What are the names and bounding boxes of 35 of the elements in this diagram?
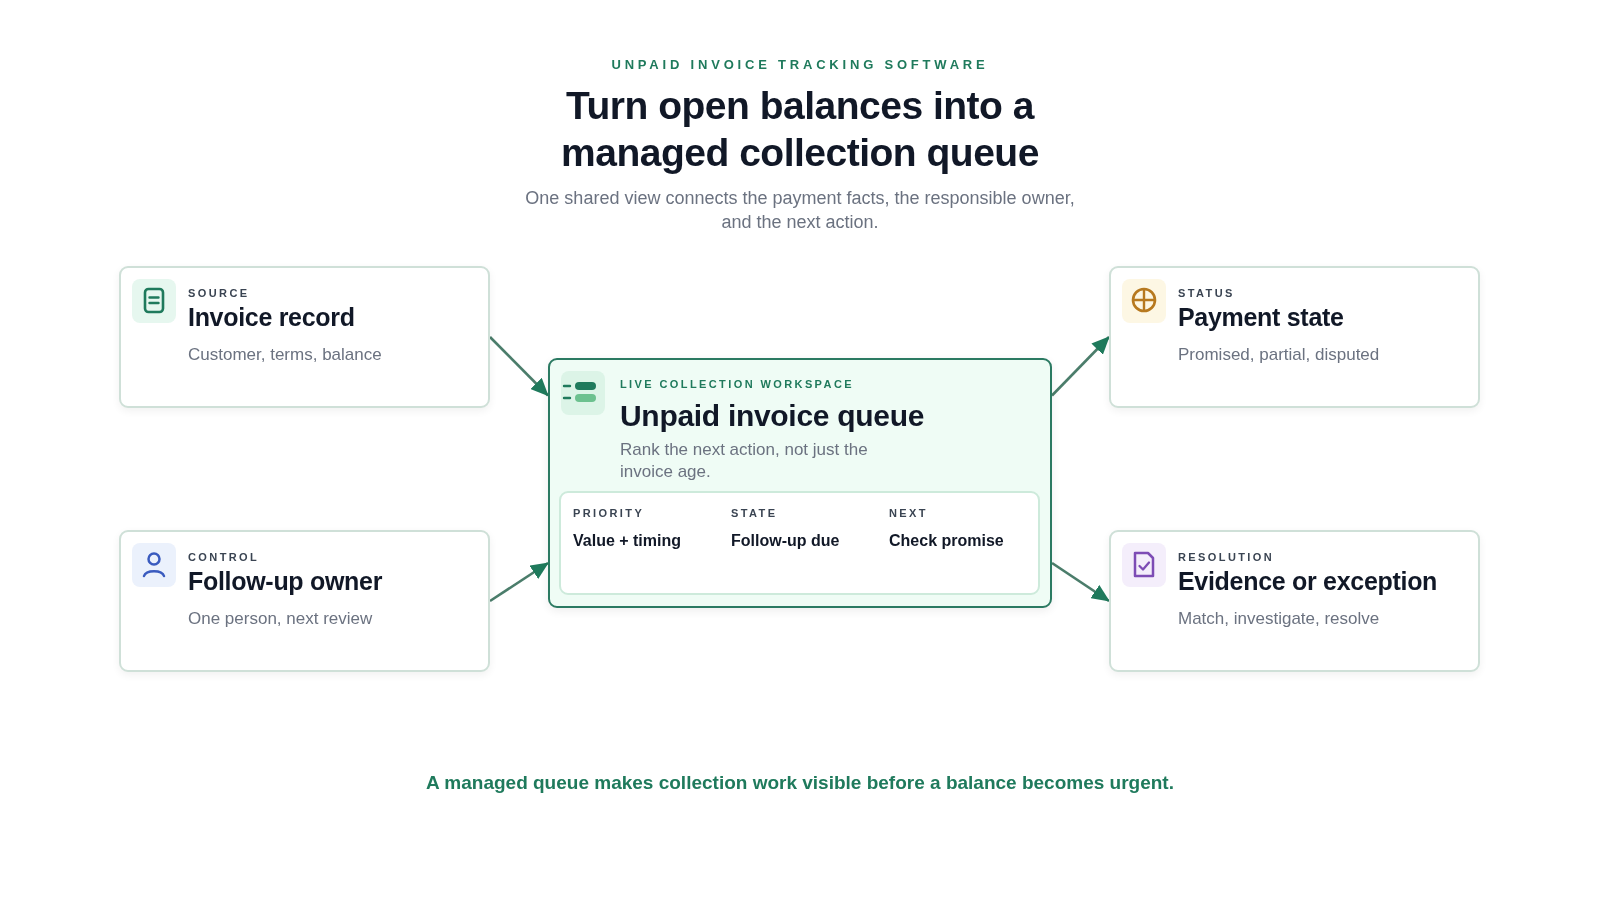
page-title: Turn open balances into a managed collection queue (560, 83, 1040, 176)
summary-panel (559, 491, 1040, 595)
category-label: CONTROL (188, 550, 260, 564)
card-title: Invoice record (188, 302, 355, 332)
category-label: RESOLUTION (1178, 550, 1275, 564)
card-description: Match, investigate, resolve (1178, 608, 1380, 630)
card-description: One person, next review (188, 608, 373, 630)
info-card (1109, 266, 1480, 408)
arrow (1051, 336, 1110, 397)
column-header: NEXT (889, 506, 928, 520)
arrow (1051, 561, 1110, 603)
card-title: Follow-up owner (188, 566, 383, 596)
arrow (489, 336, 549, 397)
column-value: Check promise (889, 531, 1004, 551)
info-card (119, 530, 490, 672)
column-value: Follow-up due (731, 531, 840, 551)
category-label: STATUS (1178, 286, 1235, 300)
column-header: PRIORITY (573, 506, 645, 520)
footer-caption: A managed queue makes collection work visible before a balance becomes urgent. (425, 771, 1175, 795)
arrow (489, 561, 549, 603)
card-description: Customer, terms, balance (188, 344, 382, 366)
card-title: Evidence or exception (1178, 566, 1438, 596)
info-card (119, 266, 490, 408)
column-value: Value + timing (573, 531, 682, 551)
column-header: STATE (731, 506, 778, 520)
panel-description: Rank the next action, not just the invoice age. (620, 439, 869, 483)
subtitle: One shared view connects the payment facts, the responsible owner, and the next action. (524, 187, 1076, 234)
card-description: Promised, partial, disputed (1178, 344, 1380, 366)
card-title: Payment state (1178, 302, 1344, 332)
category-label: LIVE COLLECTION WORKSPACE (620, 377, 854, 391)
info-card (1109, 530, 1480, 672)
category-label: SOURCE (188, 286, 250, 300)
queue-panel (548, 358, 1052, 608)
panel-title: Unpaid invoice queue (620, 398, 925, 434)
eyebrow-label: UNPAID INVOICE TRACKING SOFTWARE (610, 57, 990, 72)
